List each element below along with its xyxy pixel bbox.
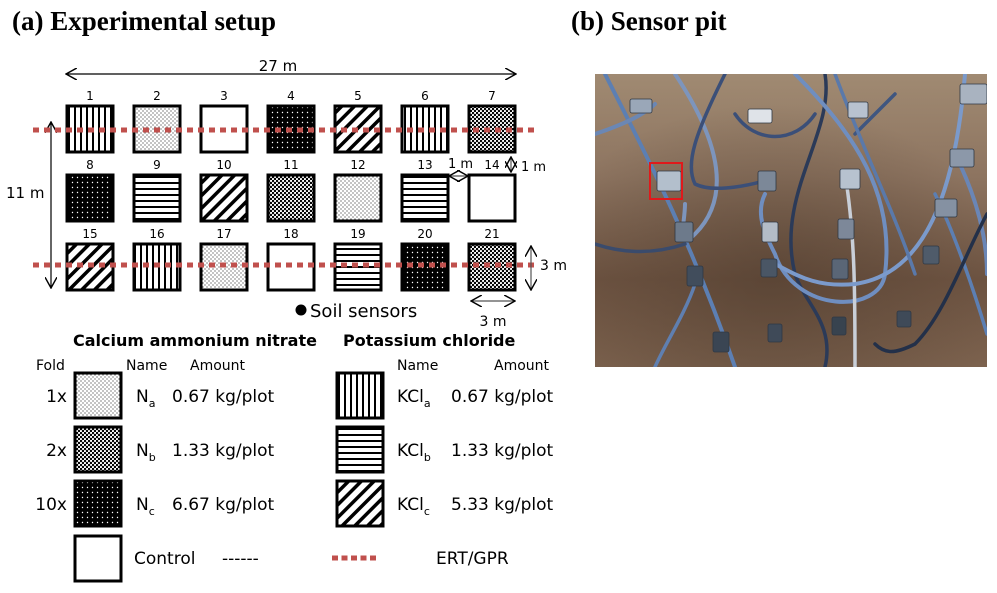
legend-control-amount: ------ xyxy=(222,549,259,569)
plot-swatch xyxy=(467,173,517,223)
fold-column-header: Fold xyxy=(36,358,65,374)
plot-number-label: 10 xyxy=(216,158,231,172)
plot-swatch xyxy=(400,173,450,223)
legend-name-label: Na xyxy=(136,387,155,410)
plot-swatch xyxy=(333,173,383,223)
plot-2: 2 xyxy=(132,89,182,154)
plot-swatch xyxy=(266,173,316,223)
legend-amount-label: 6.67 kg/plot xyxy=(172,495,275,515)
plot-number-label: 15 xyxy=(82,227,97,241)
legend-swatch-kcl-a xyxy=(335,371,385,420)
legend-control-label: Control xyxy=(134,549,195,569)
plot-number-label: 3 xyxy=(220,89,228,103)
plot-number-label: 19 xyxy=(350,227,365,241)
plot-13: 13 xyxy=(400,158,450,223)
plot-10: 10 xyxy=(199,158,249,223)
plot-12: 12 xyxy=(333,158,383,223)
plot-15: 15 xyxy=(65,227,115,292)
plot-number-label: 5 xyxy=(354,89,362,103)
plot-number-label: 21 xyxy=(484,227,499,241)
plot-number-label: 8 xyxy=(86,158,94,172)
legend-name-label: Nb xyxy=(136,441,156,464)
plot-19: 19 xyxy=(333,227,383,292)
legend-fold-label: 2x xyxy=(46,441,67,461)
plot-number-label: 1 xyxy=(86,89,94,103)
legend-amount-label: 1.33 kg/plot xyxy=(451,441,554,461)
plot-swatch xyxy=(65,173,115,223)
legend-name-label: Nc xyxy=(136,495,155,518)
plot-6: 6 xyxy=(400,89,450,154)
legend-amount-label: 5.33 kg/plot xyxy=(451,495,554,515)
plot-5: 5 xyxy=(333,89,383,154)
soil-sensors-label: Soil sensors xyxy=(310,301,417,322)
kcl-amount-column-header: Amount xyxy=(494,358,550,374)
can-legend-title: Calcium ammonium nitrate xyxy=(73,331,317,350)
width-dimension-label: 27 m xyxy=(259,57,297,75)
plot-20: 20 xyxy=(400,227,450,292)
plot-number-label: 11 xyxy=(283,158,298,172)
plot-number-label: 7 xyxy=(488,89,496,103)
plot-number-label: 13 xyxy=(417,158,432,172)
gap-vertical-label: 1 m xyxy=(521,160,546,175)
legend-fold-label: 1x xyxy=(46,387,67,407)
plot-18: 18 xyxy=(266,227,316,292)
height-dimension-label: 11 m xyxy=(6,184,44,202)
legend-swatch-kcl-b xyxy=(335,425,385,474)
plot-number-label: 18 xyxy=(283,227,298,241)
plot-4: 4 xyxy=(266,89,316,154)
plot-number-label: 20 xyxy=(417,227,432,241)
plot-8: 8 xyxy=(65,158,115,223)
plot-width-label: 3 m xyxy=(480,314,507,330)
legend-ert-gpr-label: ERT/GPR xyxy=(436,549,509,569)
legend-swatch-kcl-c xyxy=(335,479,385,528)
legend: 1x Na 0.67 kg/plot 2x Nb 1.33 kg/plot 10x Nc 6.6… xyxy=(35,371,554,528)
panel-a-title: (a) Experimental setup xyxy=(12,6,276,36)
plot-number-label: 9 xyxy=(153,158,161,172)
legend-fold-label: 10x xyxy=(35,495,67,515)
plot-number-label: 14 xyxy=(484,158,499,172)
plot-1: 1 xyxy=(65,89,115,154)
kcl-legend-title: Potassium chloride xyxy=(343,331,516,350)
highlighted-sensor-box xyxy=(649,162,683,200)
plot-9: 9 xyxy=(132,158,182,223)
plot-14: 14 xyxy=(467,158,517,223)
legend-amount-label: 1.33 kg/plot xyxy=(172,441,275,461)
legend-amount-label: 0.67 kg/plot xyxy=(451,387,554,407)
panel-b-title: (b) Sensor pit xyxy=(571,6,727,36)
can-name-column-header: Name xyxy=(126,358,167,374)
kcl-name-column-header: Name xyxy=(397,358,438,374)
plot-number-label: 16 xyxy=(149,227,164,241)
legend-swatch-n-c xyxy=(73,479,123,528)
legend-amount-label: 0.67 kg/plot xyxy=(172,387,275,407)
plot-swatch xyxy=(132,173,182,223)
sensor-pit-photo xyxy=(595,74,987,367)
legend-name-label: KCla xyxy=(397,387,431,410)
plot-11: 11 xyxy=(266,158,316,223)
legend-swatch-control xyxy=(73,534,123,583)
plot-number-label: 6 xyxy=(421,89,429,103)
plot-number-label: 12 xyxy=(350,158,365,172)
gap-horizontal-label: 1 m xyxy=(448,157,473,172)
plot-number-label: 17 xyxy=(216,227,231,241)
plot-17: 17 xyxy=(199,227,249,292)
plot-16: 16 xyxy=(132,227,182,292)
legend-swatch-n-a xyxy=(73,371,123,420)
can-amount-column-header: Amount xyxy=(190,358,246,374)
plot-number-label: 4 xyxy=(287,89,295,103)
plot-3: 3 xyxy=(199,89,249,154)
plot-height-label: 3 m xyxy=(540,258,567,274)
legend-name-label: KClc xyxy=(397,495,430,518)
plot-7: 7 xyxy=(467,89,517,154)
plot-swatch xyxy=(199,173,249,223)
plot-number-label: 2 xyxy=(153,89,161,103)
legend-swatch-n-b xyxy=(73,425,123,474)
soil-sensor-marker xyxy=(295,304,307,316)
plot-21: 21 xyxy=(467,227,517,292)
legend-name-label: KClb xyxy=(397,441,431,464)
